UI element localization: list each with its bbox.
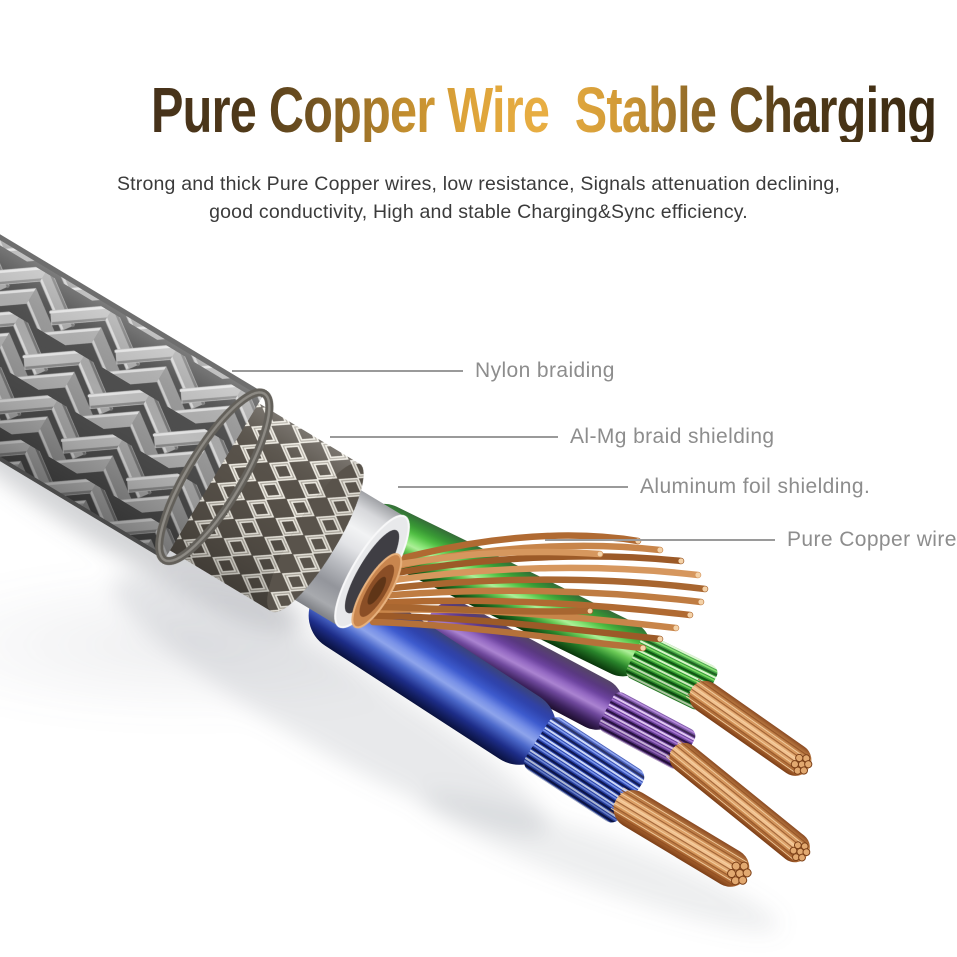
- subtitle-line-1: Strong and thick Pure Copper wires, low …: [116, 173, 841, 195]
- callout-label: Aluminum foil shielding.: [640, 475, 871, 498]
- page-subtitle: Strong and thick Pure Copper wires, low …: [0, 170, 957, 227]
- callout-al-mg-braid-shielding: Al-Mg braid shielding: [330, 425, 775, 449]
- callout-label: Nylon braiding: [475, 359, 615, 382]
- callout-nylon-braiding: Nylon braiding: [232, 359, 615, 383]
- callout-line: [545, 539, 775, 541]
- copper-foil-ring-face: [351, 553, 403, 629]
- page-title-text: Pure Copper Wire Stable Charging: [150, 74, 937, 146]
- callout-label: Al-Mg braid shielding: [570, 425, 775, 448]
- nylon-braid-layer: [0, 48, 274, 566]
- al-mg-mesh-layer: [161, 397, 364, 613]
- hero-section: Pure Copper Wire Stable Charging Strong …: [0, 0, 957, 227]
- purple-wire: [426, 601, 811, 863]
- subtitle-line-2: good conductivity, High and stable Charg…: [209, 201, 748, 224]
- callout-line: [330, 436, 558, 438]
- callout-line: [398, 486, 628, 488]
- copper-strand-fan: [369, 532, 709, 652]
- callout-aluminum-foil-shielding: Aluminum foil shielding.: [398, 475, 870, 499]
- purple-wire-copper-tip: [665, 739, 811, 863]
- blue-wire-copper-tip: [609, 787, 752, 887]
- callout-line: [232, 370, 463, 372]
- blue-wire: [308, 577, 752, 887]
- green-wire-copper-tip: [685, 677, 813, 776]
- callout-pure-copper-wire: Pure Copper wire: [545, 528, 957, 552]
- page-title: Pure Copper Wire Stable Charging: [0, 62, 957, 158]
- callout-label: Pure Copper wire: [787, 528, 957, 551]
